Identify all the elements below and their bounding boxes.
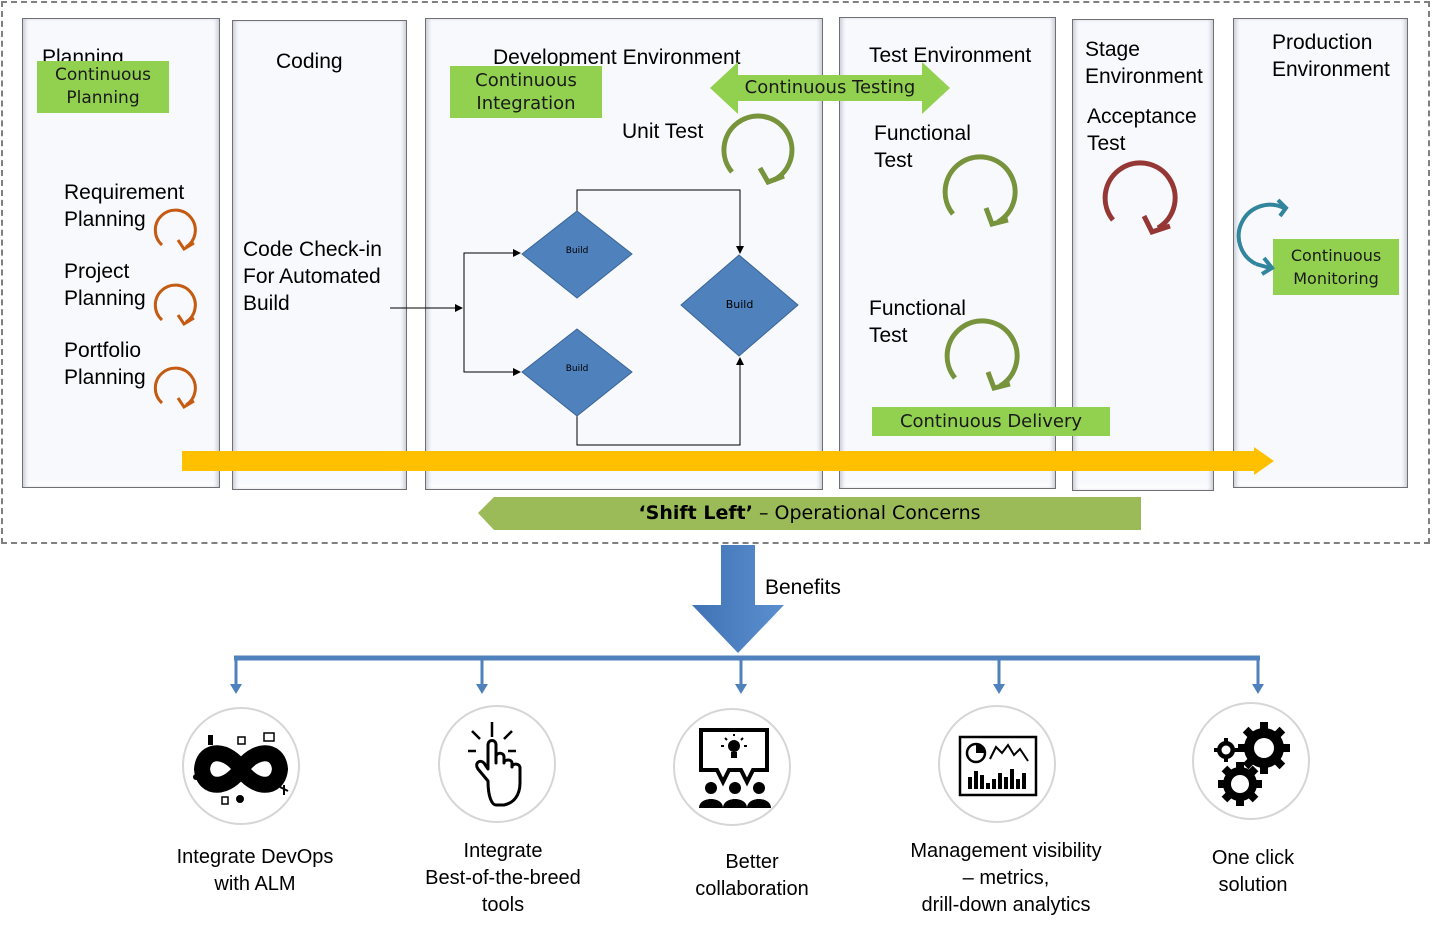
project-loop-icon: [153, 283, 197, 327]
lane-coding: Coding: [232, 20, 407, 490]
requirement-planning-label: Requirement Planning: [64, 181, 185, 231]
portfolio-planning-label: Portfolio Planning: [64, 339, 146, 389]
devops-pipeline-frame: [1, 1, 1430, 544]
build-node-3-label: Build: [725, 298, 754, 311]
code-checkin-label: Code Check-in For Automated Build: [243, 238, 382, 315]
gears-icon: [1214, 722, 1290, 806]
functional-test-1-loop-icon: [942, 154, 1018, 227]
continuous-integration-box: Continuous Integration: [450, 66, 602, 118]
functional-test-2-label: Functional Test: [869, 297, 966, 347]
benefits-down-arrow: [692, 545, 784, 653]
monitoring-loop-icon: [1236, 198, 1289, 276]
benefit-5-label: One click solution: [1211, 847, 1295, 896]
build-node-1-label: Build: [565, 246, 589, 256]
build-node-2: [521, 328, 633, 417]
build-node-2-label: Build: [565, 364, 589, 374]
benefits-title: Benefits: [765, 576, 841, 599]
functional-test-1-label: Functional Test: [874, 122, 971, 172]
collaboration-icon: [699, 728, 771, 808]
benefit-1-circle: [182, 707, 300, 825]
dashboard-icon: [958, 735, 1038, 797]
shift-left-label: ‘Shift Left’ – Operational Concerns: [478, 497, 1141, 530]
continuous-testing-arrow: [710, 62, 950, 114]
continuous-planning-box: Continuous Planning: [37, 61, 169, 113]
portfolio-loop-icon: [153, 366, 197, 410]
benefit-2-circle: [438, 705, 556, 823]
continuous-delivery-box: Continuous Delivery: [872, 407, 1110, 436]
acceptance-test-loop-icon: [1102, 160, 1178, 236]
benefit-5-circle: [1192, 702, 1310, 820]
pipeline-flow-arrow: [182, 447, 1274, 475]
unit-test-label: Unit Test: [622, 120, 704, 143]
build-node-3: [680, 254, 799, 357]
continuous-testing-label: Continuous Testing: [744, 77, 916, 98]
benefit-1-label: Integrate DevOps with ALM: [176, 846, 334, 895]
benefit-3-circle: [673, 708, 791, 826]
lane-title-coding: Coding: [276, 50, 343, 73]
devops-infinity-icon: [193, 732, 289, 805]
project-planning-label: Project Planning: [64, 260, 146, 310]
shift-left-bold: ‘Shift Left’: [638, 502, 753, 524]
lane-title-stage: Stage Environment: [1085, 38, 1203, 88]
functional-test-2-loop-icon: [944, 318, 1020, 391]
requirement-loop-icon: [153, 208, 197, 252]
unit-test-loop-icon: [721, 113, 795, 186]
acceptance-test-label: Acceptance Test: [1087, 105, 1197, 155]
benefit-4-label: Management visibility – metrics, drill-d…: [910, 840, 1102, 916]
pointing-hand-icon: [468, 722, 522, 807]
shift-left-arrow: [478, 497, 1141, 530]
build-node-1: [521, 210, 633, 299]
lane-title-development: Development Environment: [493, 46, 741, 69]
benefit-3-label: Better collaboration: [695, 851, 809, 900]
benefit-2-label: Integrate Best-of-the-breed tools: [425, 840, 581, 916]
lane-title-test: Test Environment: [869, 44, 1032, 67]
shift-left-rest: – Operational Concerns: [752, 502, 981, 524]
benefit-4-circle: [938, 705, 1056, 823]
continuous-monitoring-box: Continuous Monitoring: [1273, 239, 1399, 295]
lane-title-production: Production Environment: [1272, 31, 1390, 81]
